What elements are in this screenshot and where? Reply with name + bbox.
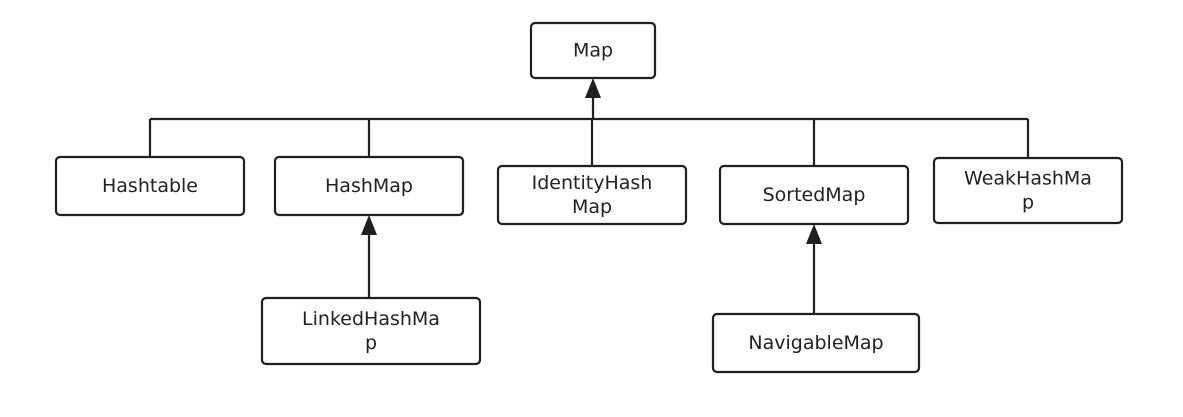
node-label-sortedmap: SortedMap	[763, 184, 866, 206]
node-label-navigablemap: NavigableMap	[748, 332, 883, 354]
node-box-linkedhashmap	[260, 296, 482, 366]
node-label-linkedhashmap: p	[365, 332, 377, 354]
node-box-hashtable	[54, 155, 246, 217]
node-label-hashmap: HashMap	[325, 175, 413, 197]
arrow-head-sortedmap	[806, 224, 822, 244]
edges-layer	[148, 78, 1030, 314]
node-label-identityhashmap: Map	[572, 196, 612, 218]
node-box-navigablemap	[711, 312, 921, 374]
node-label-weakhashmap: p	[1022, 192, 1034, 214]
node-box-identityhashmap	[496, 164, 688, 226]
node-label-identityhashmap: IdentityHash	[532, 172, 653, 194]
node-hashmap: HashMap	[273, 155, 465, 217]
node-label-weakhashmap: WeakHashMa	[964, 168, 1092, 190]
node-label-hashtable: Hashtable	[102, 175, 198, 197]
arrow-head-hashmap	[361, 215, 377, 235]
node-hashtable: Hashtable	[54, 155, 246, 217]
node-sortedmap: SortedMap	[718, 164, 910, 226]
node-box-map	[529, 21, 657, 80]
arrow-head-map	[585, 78, 601, 98]
node-label-map: Map	[573, 40, 613, 62]
node-box-weakhashmap	[932, 156, 1124, 225]
node-box-hashmap	[273, 155, 465, 217]
node-box-sortedmap	[718, 164, 910, 226]
node-navigablemap: NavigableMap	[711, 312, 921, 374]
node-label-linkedhashmap: LinkedHashMa	[302, 308, 440, 330]
node-map: Map	[529, 21, 657, 80]
